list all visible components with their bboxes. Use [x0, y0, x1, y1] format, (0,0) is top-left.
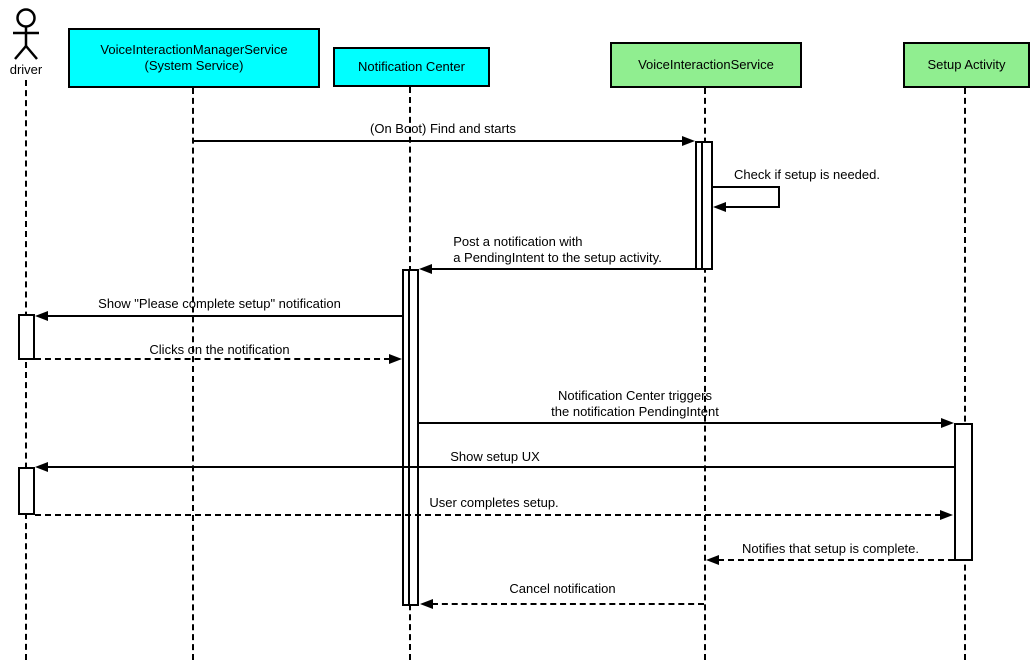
message-line-check-side [778, 186, 780, 208]
arrowhead-boot [682, 136, 695, 146]
activation-divider-nc [408, 270, 410, 605]
message-line-cancel [432, 603, 704, 605]
arrowhead-cancel [420, 599, 433, 609]
message-line-shownotif [46, 315, 403, 317]
arrowhead-showux [35, 462, 48, 472]
participant-box-vims: VoiceInteractionManagerService (System S… [68, 28, 320, 88]
arrowhead-post [419, 264, 432, 274]
lifeline-voice-interaction-service [704, 88, 706, 660]
message-line-clicks [35, 358, 390, 360]
message-line-notifies [718, 559, 954, 561]
activation-voice-interaction-service [695, 141, 713, 270]
message-label-triggers: Notification Center triggers the notific… [551, 388, 719, 419]
message-label-clicks: Clicks on the notification [149, 342, 290, 357]
participant-box-voice-interaction-service: VoiceInteractionService [610, 42, 802, 88]
message-label-notifies: Notifies that setup is complete. [741, 541, 920, 556]
message-label-completes: User completes setup. [429, 495, 559, 510]
message-line-post [430, 268, 695, 270]
activation-setup-activity [954, 423, 973, 561]
arrowhead-clicks [389, 354, 402, 364]
message-label-cancel: Cancel notification [509, 581, 616, 596]
arrowhead-check [713, 202, 726, 212]
activation-notification-center [402, 269, 419, 606]
lifeline-setup-activity [964, 88, 966, 660]
lifeline-vims [192, 88, 194, 660]
message-line-completes [35, 514, 941, 516]
participant-box-setup-activity: Setup Activity [903, 42, 1030, 88]
message-label-post: Post a notification with a PendingIntent… [420, 234, 695, 265]
activation-divider-vis [701, 142, 703, 269]
participant-box-notification-center: Notification Center [333, 47, 490, 87]
actor-figure-icon [13, 8, 39, 60]
message-label-shownotif: Show "Please complete setup" notificatio… [98, 296, 341, 311]
arrowhead-shownotif [35, 311, 48, 321]
message-line-boot [193, 140, 685, 142]
message-label-check: Check if setup is needed. [734, 167, 880, 182]
message-line-triggers [419, 422, 942, 424]
message-line-check-top [713, 186, 780, 188]
actor-driver-label: driver [9, 62, 43, 77]
message-label-boot: (On Boot) Find and starts [370, 121, 516, 136]
message-line-check-bottom [724, 206, 780, 208]
activation-driver-1 [18, 314, 35, 360]
message-label-post-text: Post a notification with a PendingIntent… [453, 234, 662, 265]
arrowhead-notifies [706, 555, 719, 565]
activation-driver-2 [18, 467, 35, 515]
lifeline-driver [25, 80, 27, 660]
message-line-showux [46, 466, 954, 468]
arrowhead-triggers [941, 418, 954, 428]
arrowhead-completes [940, 510, 953, 520]
message-label-showux: Show setup UX [450, 449, 540, 464]
